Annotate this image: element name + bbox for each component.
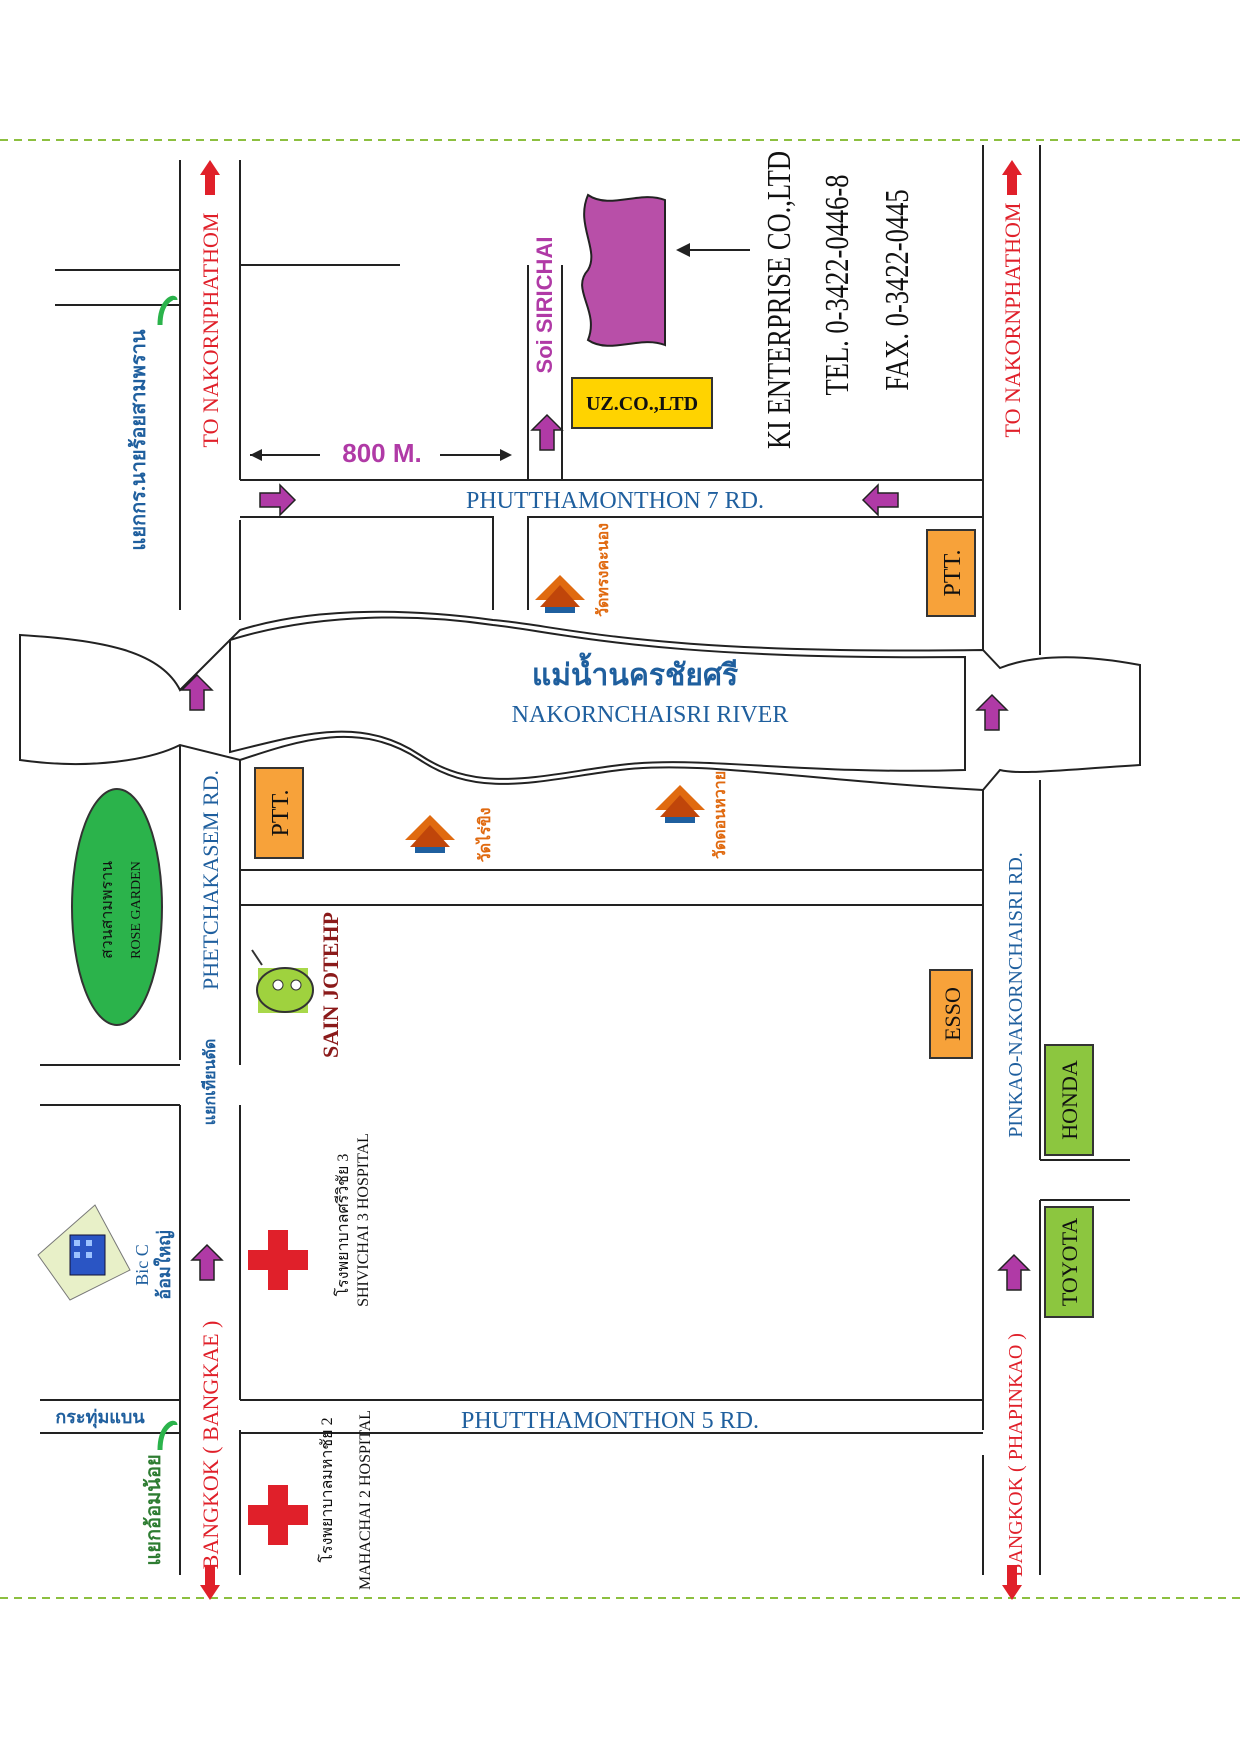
bigc-thai-label: อ้อมใหญ่ (153, 1230, 175, 1299)
turn-arrow-bottom (157, 1420, 178, 1451)
rose-garden-thai: สวนสามพราน (99, 861, 116, 959)
road-label-phutthamonthon5: PHUTTHAMONTHON 5 RD. (461, 1408, 759, 1434)
pinkao-road (982, 145, 1041, 1575)
hospital3-label: SHIVICHAI 3 HOSPITAL (355, 1133, 372, 1307)
temple-icon-1 (535, 575, 585, 613)
hospital-2-cross (248, 1485, 308, 1545)
temple2-label: วัดไร่ขิง (475, 808, 494, 863)
ptt-station-top (926, 529, 976, 617)
honda-label: HONDA (1057, 1060, 1082, 1140)
rose-garden (71, 788, 163, 1026)
middle-road (240, 869, 983, 906)
intersection-krathum-baen: กระทุ่มแบน (55, 1407, 145, 1429)
purple-arrows (180, 413, 1031, 1291)
direction-bangkok-phapinkao: BANGKOK ( PHAPINKAO ) (1005, 1333, 1027, 1577)
right-side-roads (1040, 1159, 1130, 1201)
toyota-label: TOYOTA (1057, 1218, 1082, 1306)
company-tel: TEL. 0-3422-0446-8 (818, 175, 856, 396)
phutthamonthon5-road (240, 1399, 983, 1434)
bigc-icon (37, 1204, 131, 1301)
honda-dealer (1044, 1044, 1094, 1156)
river-english-label: NAKORNCHAISRI RIVER (512, 702, 789, 728)
direction-bangkok-bangkae: BANGKOK ( BANGKAE ) (198, 1321, 223, 1570)
hospital-3-cross (248, 1230, 308, 1290)
esso-station (929, 969, 973, 1059)
road-label-pinkao: PINKAO-NAKORNCHAISRI RD. (1005, 852, 1027, 1138)
red-arrow-top-right (1002, 160, 1022, 195)
rose-garden-label: ROSE GARDEN (129, 861, 144, 959)
hospital2-label: MAHACHAI 2 HOSPITAL (357, 1410, 374, 1590)
company-name: KI ENTERPRISE CO.,LTD (760, 151, 798, 449)
intersection-om-noi: แยกอ้อมน้อย (142, 1454, 165, 1565)
turn-arrow-top (157, 295, 178, 326)
red-arrow-bottom-right (1002, 1565, 1022, 1600)
road-label-phutthamonthon7: PHUTTHAMONTHON 7 RD. (466, 488, 764, 514)
toyota-dealer (1044, 1206, 1094, 1318)
esso-label: ESSO (940, 987, 965, 1041)
temple1-label: วัดทรงคะนอง (594, 523, 612, 617)
sain-jotehp-mascot (251, 949, 314, 1013)
uz-co-label: UZ.CO.,LTD (586, 393, 698, 415)
river-thai-label: แม่น้ำนครชัยศรี (532, 652, 738, 692)
ptt-bottom-label: PTT. (268, 790, 294, 837)
road-label-phetchakasem: PHETCHAKASEM RD. (198, 770, 223, 990)
direction-to-nakornphathom-right: TO NAKORNPHATHOM (1000, 203, 1025, 438)
temple-icon-3 (655, 785, 705, 823)
bigc-label: Bic C (132, 1244, 152, 1286)
temple-icon-2 (405, 815, 455, 853)
company-pointer-head (676, 243, 690, 257)
company-fax: FAX. 0-3422-0445 (878, 189, 916, 390)
hospital2-thai: โรงพยาบาลมหาชัย 2 (317, 1417, 336, 1562)
ki-enterprise-building (581, 193, 666, 347)
ptt-station-bottom (254, 767, 304, 859)
phutthamonthon7-road (240, 265, 983, 610)
red-arrow-top-left (200, 160, 220, 195)
ptt-top-label: PTT. (940, 550, 966, 597)
left-side-roads (40, 160, 400, 1434)
distance-marker: 800 M. (250, 438, 512, 468)
phetchakasem-road (179, 160, 241, 1575)
direction-to-nakornphathom-left: TO NAKORNPHATHOM (198, 213, 223, 448)
red-arrow-bottom-left (200, 1565, 220, 1600)
intersection-nai-roi: แยกกร.นายร้อยสามพราน (127, 329, 150, 550)
distance-label: 800 M. (342, 438, 422, 468)
hospital3-thai: โรงพยาบาลศรีวิชัย 3 (333, 1154, 352, 1297)
road-label-soi-sirichai: Soi SIRICHAI (532, 237, 557, 374)
intersection-thian-dat: แยกเทียนดัด (200, 1039, 219, 1125)
sain-jotehp-label: SAIN JOTEHP (318, 912, 343, 1058)
river-inner-bank (229, 616, 966, 780)
temple3-label: วัดดอนหวาย (711, 771, 729, 859)
uz-co-box (571, 377, 713, 429)
